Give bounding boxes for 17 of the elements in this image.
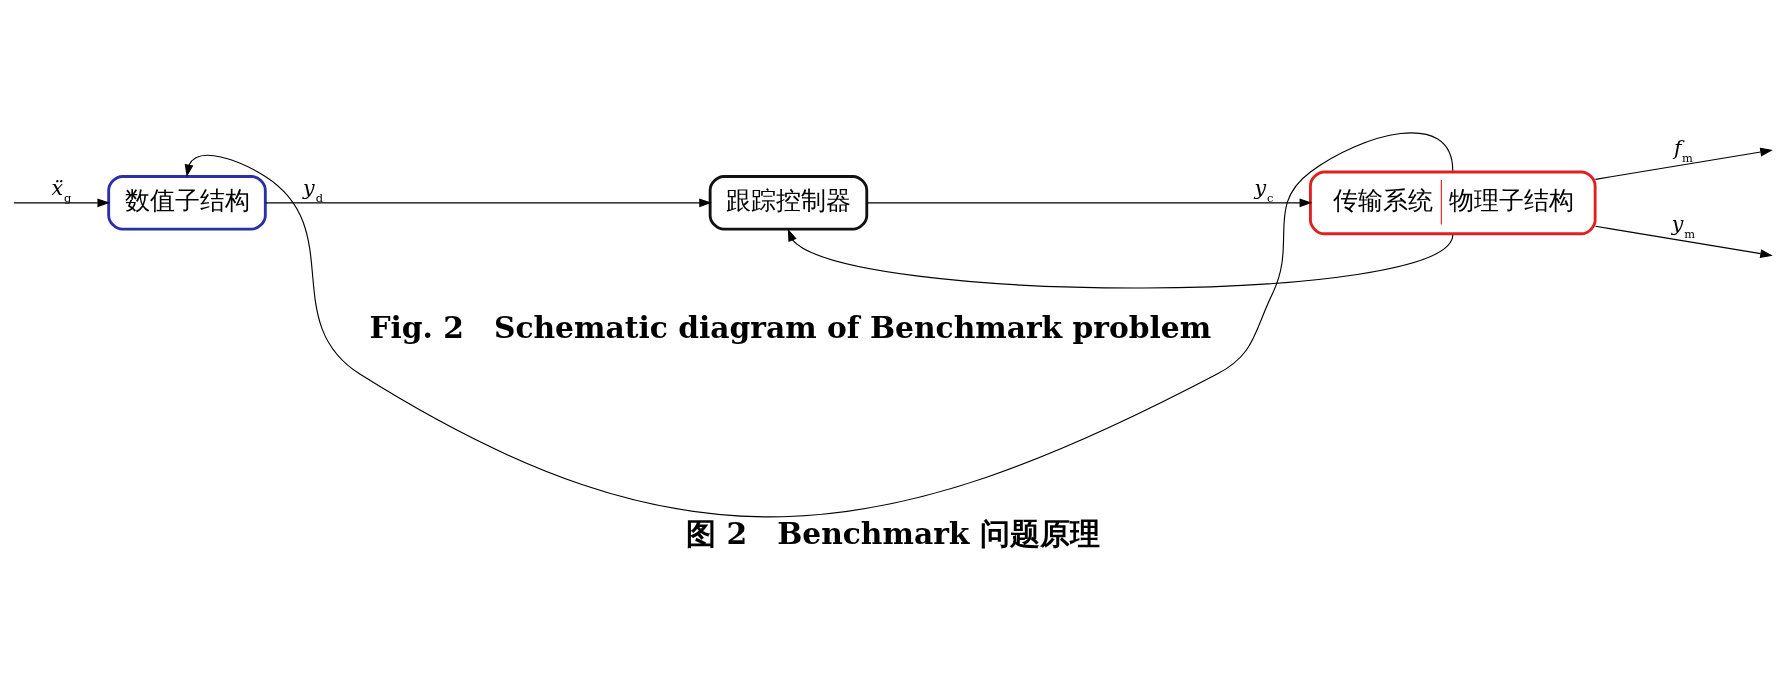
edge-label: f$_{m}$ xyxy=(1674,135,1693,165)
edge-label: y$_{c}$ xyxy=(1254,175,1274,205)
edge-label: y$_{d}$ xyxy=(303,175,323,205)
arrow xyxy=(866,197,1313,207)
arrow xyxy=(265,197,712,207)
arrow xyxy=(787,228,1454,289)
edge-label: ẍ$_{g}$ xyxy=(51,175,72,205)
node-box: 跟踪控制器 xyxy=(708,174,869,231)
node-box: 数值子结构 xyxy=(107,174,267,231)
arrow xyxy=(184,131,1454,517)
label: Fig. 2 Schematic diagram of Benchmark problem xyxy=(369,309,1212,345)
arrow xyxy=(13,197,110,207)
node-box: 传输系统 物理子结构 xyxy=(1309,170,1597,235)
edge-label: y$_{m}$ xyxy=(1671,211,1696,241)
caption: 图 2 Benchmark 问题原理 xyxy=(686,515,1100,551)
arrow xyxy=(1594,225,1773,258)
arrow xyxy=(1594,147,1773,180)
